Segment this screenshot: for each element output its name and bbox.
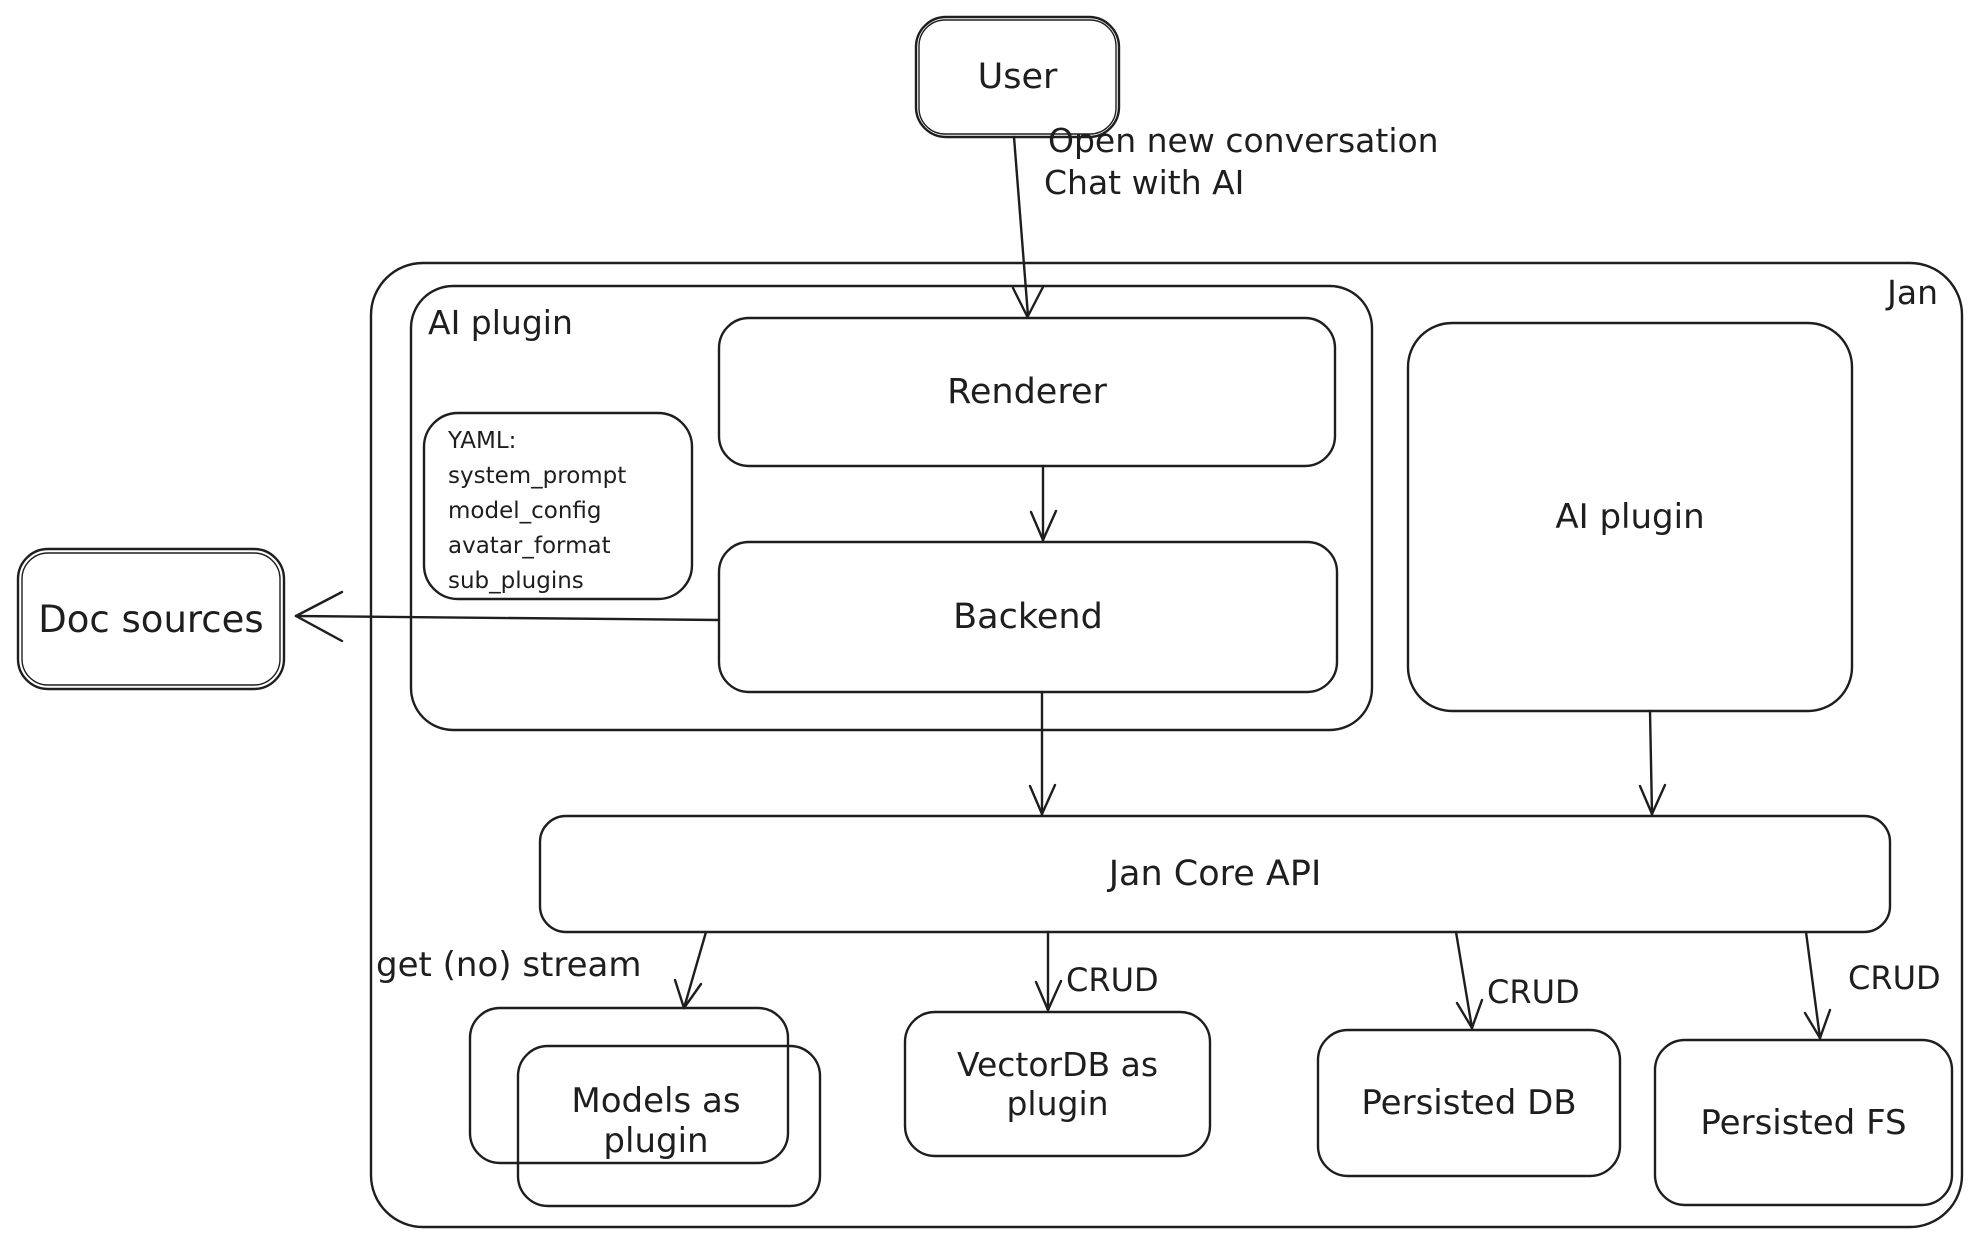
jan-container-label: Jan xyxy=(1887,273,1938,312)
doc-sources-label: Doc sources xyxy=(38,597,264,641)
renderer-box xyxy=(717,316,1337,468)
backend-label: Backend xyxy=(953,597,1103,637)
doc-sources-box xyxy=(16,547,286,691)
arrow-renderer-to-backend xyxy=(1029,464,1058,542)
models-as-plugin-back-box xyxy=(468,1006,790,1165)
yaml-note-line: sub_plugins xyxy=(448,568,584,594)
arrow-api-to-models xyxy=(673,930,708,1010)
jan-container-box xyxy=(369,261,1964,1229)
ai-plugin-right-box xyxy=(1406,321,1854,713)
models-as-plugin-label: Models as plugin xyxy=(505,1046,807,1196)
persisted-fs-box xyxy=(1653,1038,1954,1207)
vectordb-as-plugin-box xyxy=(903,1010,1212,1158)
yaml-note-line: model_config xyxy=(448,498,602,524)
ai-plugin-right-label: AI plugin xyxy=(1555,497,1705,537)
jan-core-api-label: Jan Core API xyxy=(1108,854,1322,894)
arrow-user-to-renderer xyxy=(1011,135,1045,318)
yaml-note-line: avatar_format xyxy=(448,533,611,559)
renderer-label: Renderer xyxy=(947,372,1107,412)
arrow-backend-to-jan-core-api xyxy=(1028,690,1057,816)
ai-plugin-left-label: AI plugin xyxy=(428,303,573,342)
ai-plugin-left-container-box xyxy=(409,284,1374,732)
edge-label-crud-vectordb: CRUD xyxy=(1066,961,1159,999)
arrow-api-to-vectordb xyxy=(1034,930,1063,1012)
edge-label-get-no-stream: get (no) stream xyxy=(376,945,642,985)
vectordb-as-plugin-label: VectorDB as plugin xyxy=(905,1012,1210,1156)
edge-label-chat-with-ai: Chat with AI xyxy=(1044,163,1245,202)
yaml-note-line: YAML: xyxy=(448,428,517,454)
arrow-backend-to-doc-sources xyxy=(294,590,721,643)
vectordb-as-plugin-label-line2: plugin xyxy=(1006,1084,1109,1123)
backend-box xyxy=(717,540,1339,694)
yaml-note-text: YAML: system_prompt model_config avatar_… xyxy=(448,424,626,599)
vectordb-as-plugin-label-line1: VectorDB as xyxy=(956,1045,1159,1084)
user-box-overdraw xyxy=(918,19,1117,135)
user-box xyxy=(914,15,1121,139)
edge-label-crud-persisted-fs: CRUD xyxy=(1848,959,1941,997)
persisted-db-box xyxy=(1316,1028,1622,1178)
models-as-plugin-label-line1: Models as xyxy=(571,1081,741,1121)
persisted-db-label: Persisted DB xyxy=(1361,1083,1577,1123)
edge-label-open-new-conversation: Open new conversation xyxy=(1048,121,1439,160)
yaml-note-box xyxy=(422,411,694,601)
user-label: User xyxy=(977,57,1058,97)
doc-sources-box-overdraw xyxy=(21,552,281,686)
yaml-note-line: system_prompt xyxy=(448,463,627,489)
models-as-plugin-label-line2: plugin xyxy=(603,1121,709,1161)
persisted-fs-label: Persisted FS xyxy=(1700,1102,1907,1143)
arrow-api-to-persisted-db xyxy=(1454,930,1484,1030)
jan-core-api-box xyxy=(538,814,1892,934)
arrow-api-to-persisted-fs xyxy=(1803,930,1832,1040)
models-as-plugin-front-box xyxy=(516,1044,822,1208)
edge-label-crud-persisted-db: CRUD xyxy=(1487,973,1580,1011)
arrow-ai-plugin-right-to-jan-core-api xyxy=(1638,709,1667,816)
